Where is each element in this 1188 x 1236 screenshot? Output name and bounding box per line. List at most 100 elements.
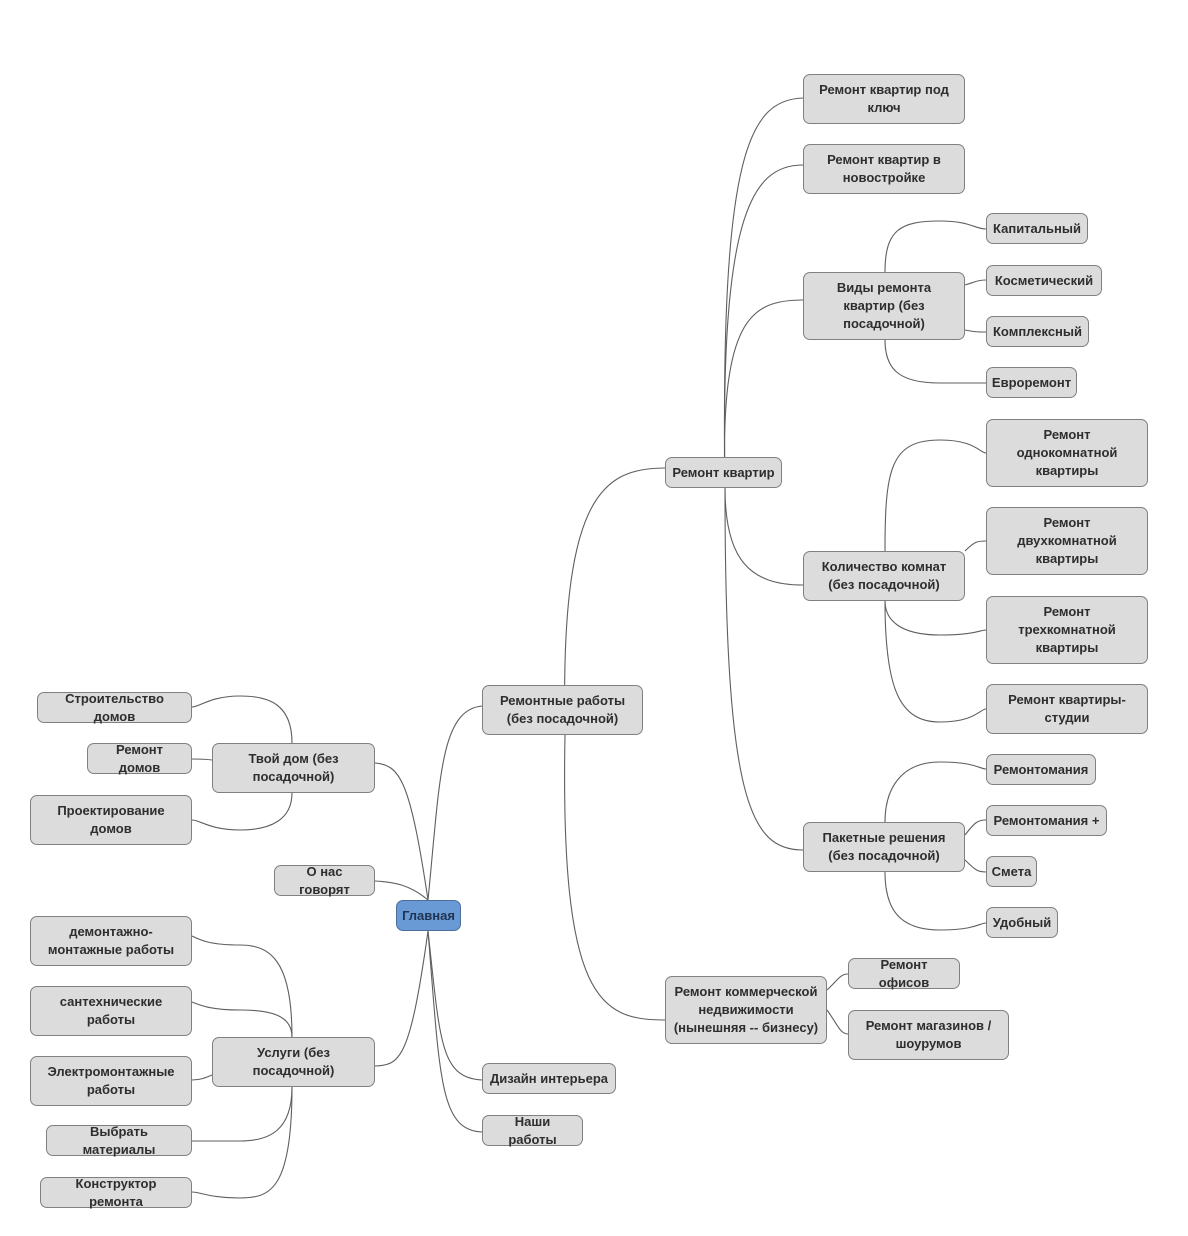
node-label: Ремонт квартир — [672, 464, 775, 480]
node-vybrat-materialy[interactable]: Выбрать материалы — [46, 1123, 192, 1157]
node-proektirovanie[interactable]: Проектирование домов — [30, 795, 192, 845]
node-smeta[interactable]: Смета — [986, 856, 1037, 887]
connector-line — [884, 600, 987, 723]
connector-line — [884, 439, 987, 552]
connector-line — [427, 930, 483, 1133]
node-kosmetichesky[interactable]: Косметический — [986, 265, 1102, 296]
connector-line — [191, 758, 213, 761]
node-uslugi[interactable]: Услуги (без посадочной) — [212, 1037, 375, 1087]
node-label: О нас говорят — [299, 863, 350, 897]
connector-line — [374, 880, 429, 901]
node-tvoy-dom[interactable]: Твой дом (без посадочной) — [212, 743, 375, 793]
node-label: Наши работы — [508, 1113, 557, 1147]
connector-line — [724, 487, 804, 586]
node-nashi-raboty[interactable]: Наши работы — [482, 1113, 583, 1147]
node-elektromontazh[interactable]: Электромонтажные работы — [30, 1056, 192, 1106]
connector-line — [191, 792, 293, 831]
node-demontazh[interactable]: демонтажно-монтажные работы — [30, 916, 192, 966]
node-label: Евроремонт — [991, 374, 1072, 390]
node-label: Ремонт магазинов / шоурумов — [865, 1018, 992, 1051]
node-label: Конструктор ремонта — [75, 1175, 157, 1209]
connector-line — [964, 540, 987, 552]
node-label: Косметический — [994, 272, 1094, 288]
connector-line — [564, 467, 666, 736]
node-kolichestvo-komnat[interactable]: Количество комнат (без посадочной) — [803, 551, 965, 601]
node-label: Смета — [991, 863, 1032, 879]
node-kompleksny[interactable]: Комплексный — [986, 316, 1089, 347]
node-label: Электромонтажные работы — [47, 1064, 175, 1097]
connector-line — [191, 1086, 293, 1199]
node-remontomaniya-plus[interactable]: Ремонтомания + — [986, 805, 1107, 836]
node-o-nas-govoryat[interactable]: О нас говорят — [274, 863, 375, 897]
node-label: Дизайн интерьера — [489, 1070, 608, 1086]
connector-line — [884, 220, 987, 273]
connector-line — [723, 97, 804, 489]
node-remont-domov[interactable]: Ремонт домов — [87, 741, 192, 775]
connector-line — [564, 734, 666, 1021]
node-label: Ремонт квартир в новостройке — [827, 152, 941, 185]
node-ofisy[interactable]: Ремонт офисов — [848, 956, 960, 990]
connector-line — [964, 859, 987, 873]
node-remont-kvartir[interactable]: Ремонт квартир — [665, 457, 782, 488]
connector-line — [723, 164, 804, 489]
node-remont-raboty[interactable]: Ремонтные работы (без посадочной) — [482, 685, 643, 735]
node-udobny[interactable]: Удобный — [986, 907, 1058, 938]
node-label: Виды ремонта квартир (без посадочной) — [836, 280, 932, 331]
connector-line — [964, 329, 987, 333]
node-label: сантехнические работы — [59, 994, 163, 1027]
node-label: Ремонт квартир под ключ — [819, 82, 949, 115]
node-pod-kluch[interactable]: Ремонт квартир под ключ — [803, 74, 965, 124]
node-dizayn-interyera[interactable]: Дизайн интерьера — [482, 1063, 616, 1094]
connector-line — [884, 600, 987, 636]
node-remontomaniya[interactable]: Ремонтомания — [986, 754, 1096, 785]
node-evroremont[interactable]: Евроремонт — [986, 367, 1077, 398]
connector-line — [826, 973, 849, 991]
node-label: Услуги (без посадочной) — [252, 1045, 335, 1078]
node-odnokomnatnaya[interactable]: Ремонт однокомнатной квартиры — [986, 419, 1148, 487]
connector-line — [192, 1086, 293, 1142]
connector-line — [191, 1001, 293, 1038]
node-dvukhkomnatnaya[interactable]: Ремонт двухкомнатной квартиры — [986, 507, 1148, 575]
node-label: Пакетные решения (без посадочной) — [822, 830, 946, 863]
node-novostroyka[interactable]: Ремонт квартир в новостройке — [803, 144, 965, 194]
node-studiya[interactable]: Ремонт квартиры-студии — [986, 684, 1148, 734]
node-label: Ремонт коммерческой недвижимости (нынешн… — [673, 984, 819, 1035]
connector-line — [374, 762, 429, 901]
node-paketnye-resheniya[interactable]: Пакетные решения (без посадочной) — [803, 822, 965, 872]
node-label: Удобный — [992, 914, 1052, 930]
node-label: Ремонт квартиры-студии — [1008, 692, 1126, 725]
node-label: Ремонтные работы (без посадочной) — [499, 693, 626, 726]
node-santekhnika[interactable]: сантехнические работы — [30, 986, 192, 1036]
node-kommercheskaya[interactable]: Ремонт коммерческой недвижимости (нынешн… — [665, 976, 827, 1044]
node-label: Ремонт домов — [115, 741, 163, 775]
node-label: Ремонт двухкомнатной квартиры — [1017, 515, 1117, 566]
node-label: Твой дом (без посадочной) — [248, 751, 339, 784]
connector-line — [723, 299, 804, 489]
connector-line — [884, 339, 986, 384]
node-label: Комплексный — [993, 323, 1083, 339]
node-kapitalny[interactable]: Капитальный — [986, 213, 1088, 244]
root-node-glavnaya[interactable]: Главная — [396, 900, 461, 931]
connector-line — [724, 487, 804, 851]
node-stroitelstvo-domov[interactable]: Строительство домов — [37, 690, 192, 724]
connector-line — [826, 1009, 849, 1035]
node-label: Ремонт офисов — [878, 956, 930, 990]
node-label: Проектирование домов — [57, 803, 165, 836]
node-magaziny[interactable]: Ремонт магазинов / шоурумов — [848, 1010, 1009, 1060]
node-label: Строительство домов — [65, 690, 164, 724]
connector-line — [191, 935, 293, 1038]
node-label: Выбрать материалы — [82, 1123, 156, 1157]
connector-line — [964, 819, 987, 836]
node-konstruktor[interactable]: Конструктор ремонта — [40, 1175, 192, 1209]
node-label: Капитальный — [993, 220, 1081, 236]
node-vidy-remonta[interactable]: Виды ремонта квартир (без посадочной) — [803, 272, 965, 340]
node-trekhkomnatnaya[interactable]: Ремонт трехкомнатной квартиры — [986, 596, 1148, 664]
connector-line — [374, 930, 429, 1067]
node-label: Ремонт трехкомнатной квартиры — [1018, 604, 1116, 655]
connector-line — [191, 695, 293, 744]
connector-line — [964, 279, 987, 286]
connector-line — [427, 705, 483, 901]
connector-line — [427, 930, 483, 1081]
connector-line — [884, 761, 987, 823]
